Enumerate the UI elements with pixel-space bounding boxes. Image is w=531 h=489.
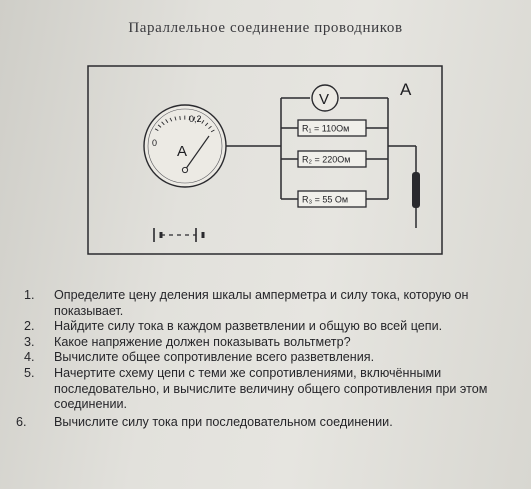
task-item: 1. Определите цену деления шкалы амперме…: [16, 288, 521, 319]
task-item: 5. Начертите схему цепи с теми же сопрот…: [16, 366, 521, 413]
resistor-r3-label: R₃ = 55 Ом: [302, 195, 348, 205]
resistor-r1-label: R₁ = 110Ом: [302, 124, 349, 134]
resistor-r3: R₃ = 55 Ом: [297, 190, 367, 208]
ammeter-needle: [184, 135, 210, 171]
task-text: Вычислите силу тока при последовательном…: [54, 414, 393, 429]
ammeter-zero-label: 0: [152, 138, 157, 148]
task-item: 4. Вычислите общее сопротивление всего р…: [16, 350, 521, 366]
task-number: 6.: [16, 414, 27, 429]
task-text: Начертите схему цепи с теми же сопротивл…: [54, 365, 488, 412]
voltmeter: V: [311, 84, 339, 112]
resistor-r2: R₂ = 220Ом: [297, 150, 367, 168]
voltmeter-symbol: V: [319, 91, 329, 108]
task-item: 6. Вычислите силу тока при последователь…: [16, 415, 521, 431]
task-item: 3. Какое напряжение должен показывать во…: [16, 335, 521, 351]
task-list: 1. Определите цену деления шкалы амперме…: [16, 288, 521, 430]
ammeter-symbol: A: [177, 143, 187, 160]
task-item: 2. Найдите силу тока в каждом разветвлен…: [16, 319, 521, 335]
diagram-frame: [87, 65, 443, 255]
page-title: Параллельное соединение проводников: [128, 20, 403, 36]
ammeter-scale-ticks: [154, 115, 215, 133]
task-text: Определите цену деления шкалы амперметра…: [54, 288, 469, 318]
task-number: 3.: [24, 334, 35, 349]
resistor-r2-label: R₂ = 220Ом: [302, 155, 350, 165]
task-number: 4.: [24, 350, 35, 365]
corner-label: A: [400, 80, 412, 99]
task-number: 2.: [24, 319, 35, 334]
ammeter-max-label: 0,2: [189, 114, 202, 124]
task-number: 1.: [24, 288, 35, 302]
battery: [153, 228, 205, 242]
parallel-branch-wires: [226, 97, 417, 228]
task-text: Какое напряжение должен показывать вольт…: [54, 334, 351, 349]
task-text: Найдите силу тока в каждом разветвлении …: [54, 319, 443, 334]
circuit-diagram: A 0 0,2 A: [87, 65, 443, 255]
resistor-r1: R₁ = 110Ом: [297, 119, 367, 137]
switch-key: [412, 172, 420, 208]
task-number: 5.: [24, 365, 35, 380]
task-text: Вычислите общее сопротивление всего разв…: [54, 350, 375, 365]
ammeter: 0 0,2 A: [143, 104, 227, 188]
